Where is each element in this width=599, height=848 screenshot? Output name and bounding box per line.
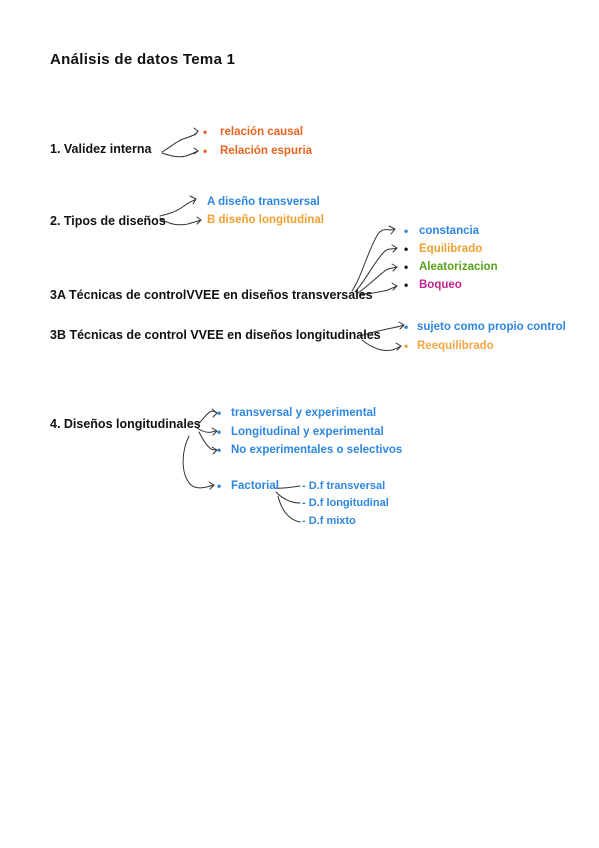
bullet-icon: • [203, 125, 208, 139]
arrow-s3a-4-head [391, 282, 398, 291]
arrow-s4-2 [196, 427, 218, 433]
arrow-s4-4 [182, 435, 215, 489]
bullet-icon: • [217, 479, 222, 493]
sub-df-transversal: - D.f transversal [302, 480, 386, 492]
item-diseno-transversal: A diseño transversal [207, 196, 320, 208]
arrow-s2-top [159, 198, 197, 217]
heading-disenos-longitudinales: 4. Diseños longitudinales [50, 417, 201, 431]
factorial-line [273, 485, 301, 489]
arrow-s3b-top-head [398, 321, 405, 330]
item-transversal-experimental: transversal y experimental [231, 407, 377, 419]
sub-df-longitudinal: - D.f longitudinal [302, 497, 389, 509]
arrow-s3a-3-head [391, 263, 398, 272]
bullet-icon: • [217, 443, 222, 457]
heading-tipos-disenos: 2. Tipos de diseños [50, 214, 166, 228]
item-diseno-longitudinal: B diseño longitudinal [207, 214, 324, 226]
bullet-icon: • [404, 278, 409, 292]
factorial-branch-2 [275, 491, 301, 504]
page-title: Análisis de datos Tema 1 [50, 51, 236, 68]
item-relacion-espuria: Relación espuria [220, 145, 313, 157]
item-equilibrado: Equilibrado [419, 243, 483, 255]
item-no-experimentales: No experimentales o selectivos [231, 444, 403, 456]
heading-validez-interna: 1. Validez interna [50, 142, 152, 156]
arrow-s4-3-head [211, 446, 218, 455]
arrow-s3a-4 [359, 285, 398, 295]
bullet-icon: • [404, 339, 409, 353]
arrow-s1-top-head [193, 127, 199, 136]
arrow-s1-top [161, 130, 199, 153]
bullet-icon: • [404, 320, 409, 334]
item-relacion-causal: relación causal [220, 126, 304, 138]
bullet-icon: • [217, 406, 222, 420]
arrow-s3b-bottom-head [395, 342, 402, 351]
arrow-s3b-top [359, 324, 405, 337]
item-reequilibrado: Reequilibrado [417, 340, 494, 352]
bullet-icon: • [217, 425, 222, 439]
item-constancia: constancia [419, 225, 480, 237]
item-longitudinal-experimental: Longitudinal y experimental [231, 426, 384, 438]
arrow-s2-top-head [189, 195, 197, 205]
bullet-icon: • [404, 224, 409, 238]
arrow-s2-bottom [159, 217, 202, 226]
heading-tecnicas-longitudinales: 3B Técnicas de control VVEE en diseños l… [50, 328, 381, 342]
arrow-s4-2-head [211, 427, 218, 436]
bullet-icon: • [404, 260, 409, 274]
item-sujeto-propio-control: sujeto como propio control [417, 321, 566, 333]
heading-tecnicas-transversales: 3A Técnicas de controlVVEE en diseños tr… [50, 288, 373, 302]
arrow-s3b-bottom [361, 339, 402, 351]
arrow-s3a-2 [354, 247, 398, 293]
item-factorial: Factorial [231, 480, 279, 492]
arrow-s3a-2-head [391, 244, 398, 253]
arrow-s3a-1-head [388, 225, 396, 235]
sub-df-mixto: - D.f mixto [302, 515, 356, 527]
arrow-s1-bottom-head [193, 147, 199, 155]
bullet-icon: • [404, 242, 409, 256]
bullet-icon: • [203, 144, 208, 158]
arrow-s4-4-head [208, 481, 215, 490]
arrow-s1-bottom [161, 150, 199, 158]
arrow-s3a-3 [357, 266, 398, 294]
item-aleatorizacion: Aleatorizacion [419, 261, 498, 273]
factorial-branch-3 [277, 495, 301, 523]
arrow-s3a-1 [351, 228, 396, 292]
item-boqueo: Boqueo [419, 279, 462, 291]
arrow-s2-bottom-head [196, 216, 202, 225]
arrow-s4-1-head [211, 408, 218, 418]
arrow-s4-3 [198, 431, 218, 451]
